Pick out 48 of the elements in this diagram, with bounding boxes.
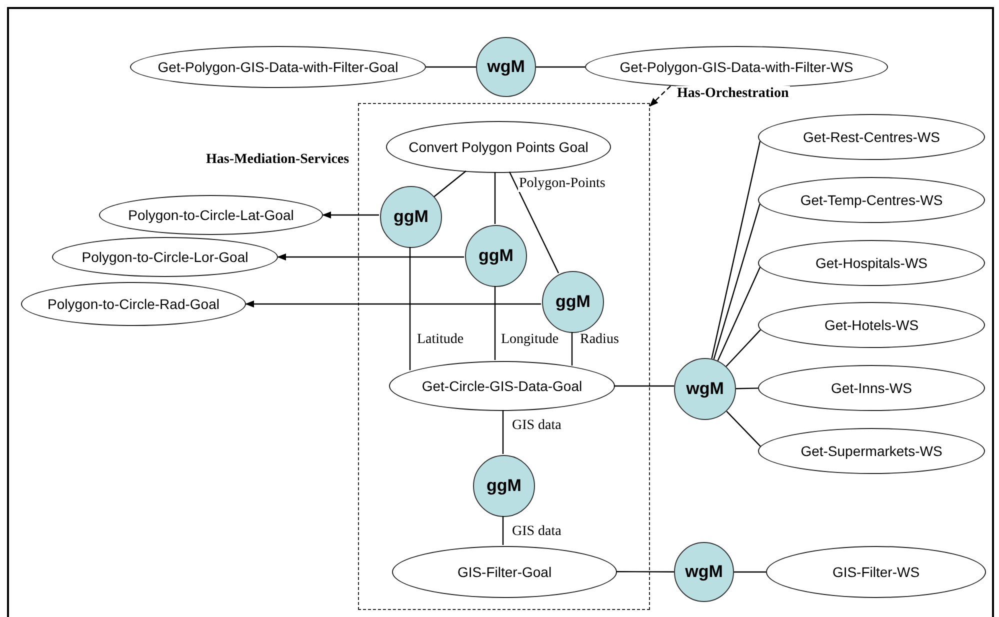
mediator-circle: ggM [465,225,527,287]
ellipse-node: GIS-Filter-Goal [392,546,617,598]
arrow [277,253,464,261]
connector-line [494,172,496,224]
mediator-circle: ggM [542,271,604,333]
dashed-box [358,103,650,610]
connector-line [536,66,585,68]
edge-label: Polygon-Points [518,176,606,192]
arrow [245,300,542,308]
connector-line [734,571,766,573]
connector-line [726,329,761,367]
connector-line [508,172,560,274]
ellipse-node: Get-Temp-Centres-WS [758,177,985,223]
connector-line [713,204,760,360]
arrow [322,211,379,219]
connector-line [434,170,466,198]
ellipse-node: Get-Polygon-GIS-Data-with-Filter-Goal [130,46,426,88]
ellipse-node: Get-Hotels-WS [758,302,985,348]
connector-line [736,388,758,390]
edge-label: Longitude [500,332,560,348]
ellipse-node: Get-Rest-Centres-WS [758,114,985,160]
ellipse-node: Polygon-to-Circle-Rad-Goal [21,282,246,326]
ellipse-node: Polygon-to-Circle-Lor-Goal [52,237,278,277]
ellipse-node: Convert Polygon Points Goal [386,121,611,173]
ellipse-node: Polygon-to-Circle-Lat-Goal [99,195,323,235]
ellipse-node: Get-Inns-WS [758,365,985,411]
connector-line [409,247,411,370]
mediator-circle: wgM [674,542,734,602]
ellipse-node: Get-Circle-GIS-Data-Goal [389,361,615,411]
ellipse-node: Get-Polygon-GIS-Data-with-Filter-WS [585,46,888,88]
ellipse-node: Get-Supermarkets-WS [758,428,985,474]
connector-line [726,410,761,447]
connector-line [711,141,761,359]
ellipse-node: GIS-Filter-WS [766,546,986,598]
connector-line [616,571,674,572]
mediator-circle: ggM [473,455,535,517]
mediator-circle: wgM [674,358,736,420]
dashed-arrow [649,85,672,107]
mediator-circle: wgM [476,37,536,97]
mediator-circle: ggM [380,186,442,248]
connector-line [502,410,504,454]
ellipse-node: Get-Hospitals-WS [758,240,985,286]
connector-line [502,516,504,545]
connector-line [494,286,496,360]
connector-line [571,332,573,366]
connector-line [717,267,761,362]
connector-line [614,385,674,387]
connector-line [426,66,476,68]
